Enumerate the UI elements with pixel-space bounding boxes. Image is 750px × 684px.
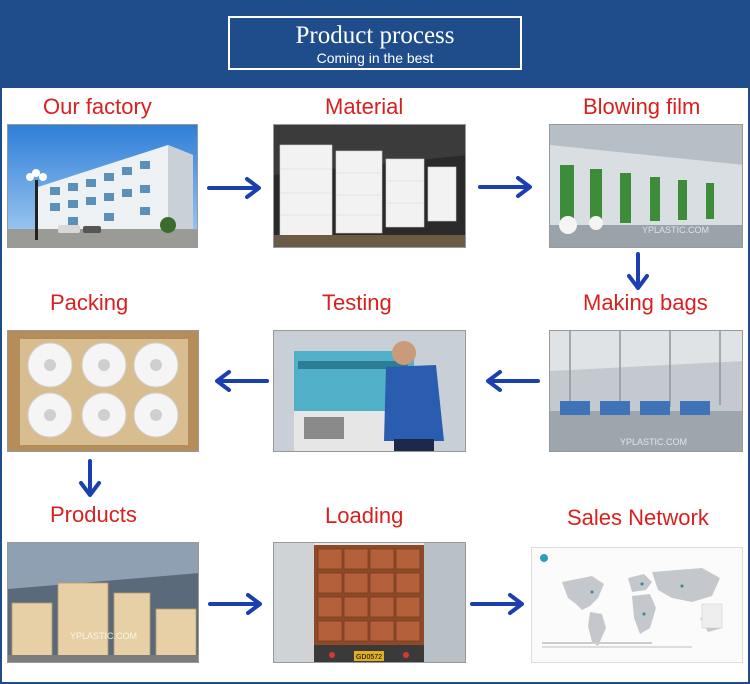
arrow-left-icon (486, 370, 540, 392)
arrow-right-icon (208, 593, 262, 615)
photo-our-factory (7, 124, 198, 248)
step-label-material: Material (325, 94, 404, 119)
page-title: Product process (295, 22, 455, 49)
arrow-left-icon (215, 370, 269, 392)
arrow-down-icon (79, 459, 101, 497)
step-label-our-factory: Our factory (43, 94, 152, 119)
page-subtitle: Coming in the best (316, 50, 434, 66)
truck-plate: GD0572 (356, 654, 382, 661)
arrow-right-icon (207, 177, 261, 199)
photo-loading: GD0572 (273, 542, 466, 663)
watermark-text: YPLASTIC.COM (642, 225, 709, 235)
photo-material (273, 124, 466, 248)
photo-packing (7, 330, 199, 452)
watermark-text: YPLASTIC.COM (70, 631, 137, 641)
step-label-products: Products (50, 502, 137, 527)
arrow-right-icon (470, 593, 524, 615)
step-label-loading: Loading (325, 503, 404, 528)
step-label-making-bags: Making bags (583, 290, 708, 315)
step-label-packing: Packing (50, 290, 129, 315)
step-label-testing: Testing (322, 290, 392, 315)
watermark-text: YPLASTIC.COM (620, 437, 687, 447)
photo-products: YPLASTIC.COM (7, 542, 199, 663)
photo-testing (273, 330, 466, 452)
step-label-sales-network: Sales Network (567, 505, 709, 530)
header-banner: Product process Coming in the best (0, 0, 750, 88)
header-title-box: Product process Coming in the best (228, 16, 522, 70)
arrow-down-icon (627, 252, 649, 290)
photo-blowing-film: YPLASTIC.COM (549, 124, 743, 248)
photo-making-bags: YPLASTIC.COM (549, 330, 743, 452)
photo-sales-network (531, 547, 743, 663)
arrow-right-icon (478, 176, 532, 198)
step-label-blowing-film: Blowing film (583, 94, 701, 119)
